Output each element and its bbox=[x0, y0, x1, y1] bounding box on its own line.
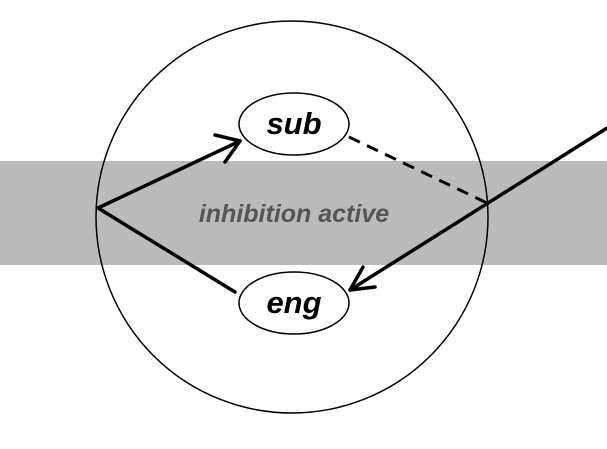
node-sub-ellipse bbox=[238, 92, 350, 156]
inhibition-band bbox=[0, 161, 607, 265]
node-sub: sub bbox=[238, 92, 350, 156]
input-arrow-line bbox=[348, 126, 607, 292]
node-eng-label: eng bbox=[266, 285, 321, 320]
arrow-to-sub-head bbox=[213, 133, 242, 164]
eng-to-vertex-line bbox=[96, 206, 237, 294]
node-eng-ellipse bbox=[238, 271, 350, 335]
sub-to-junction-dashed-line bbox=[348, 135, 488, 205]
input-arrow-head bbox=[348, 265, 377, 292]
arrow-to-sub-line bbox=[96, 139, 242, 210]
node-eng: eng bbox=[238, 271, 350, 335]
outer-circle bbox=[95, 20, 489, 414]
inhibition-active-label: inhibition active bbox=[199, 200, 389, 228]
node-sub-label: sub bbox=[266, 106, 321, 141]
